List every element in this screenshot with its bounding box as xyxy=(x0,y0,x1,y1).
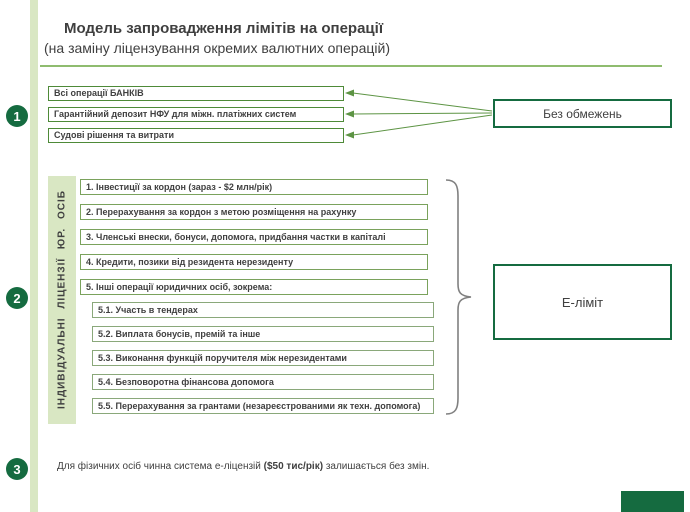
section2-item-4: 4. Кредити, позики від резидента нерезид… xyxy=(80,254,428,270)
footer-logo-block xyxy=(621,491,684,512)
e-limit-box: Е-ліміт xyxy=(493,264,672,340)
page-subtitle: (на заміну ліцензування окремих валютних… xyxy=(44,40,390,56)
section2-item-1: 1. Інвестиції за кордон (зараз - $2 млн/… xyxy=(80,179,428,195)
section2-subitem-5-1: 5.1. Участь в тендерах xyxy=(92,302,434,318)
arrowhead-icons xyxy=(345,89,354,139)
section2-item-5: 5. Інші операції юридичних осіб, зокрема… xyxy=(80,279,428,295)
curly-brace-icon xyxy=(445,179,472,415)
arrow-lines-to-no-limits xyxy=(352,92,493,136)
section1-item-banks: Всі операції БАНКІВ xyxy=(48,86,344,101)
footnote-suffix: залишається без змін. xyxy=(323,461,430,472)
section2-item-2: 2. Перерахування за кордон з метою розмі… xyxy=(80,204,428,220)
page-title: Модель запровадження лімітів на операції xyxy=(64,20,384,37)
left-accent-strip xyxy=(30,0,38,512)
section2-side-label: ІНДИВІДУАЛЬНІ ЛІЦЕНЗІЇ ЮР. ОСІБ xyxy=(48,176,76,424)
section1-item-deposit: Гарантійний депозит НФУ для міжн. платіж… xyxy=(48,107,344,122)
footnote-prefix: Для фізичних осіб чинна система е-ліценз… xyxy=(57,461,264,472)
footnote: Для фізичних осіб чинна система е-ліценз… xyxy=(57,461,429,472)
section2-number-badge: 2 xyxy=(6,287,28,309)
section2-subitem-5-2: 5.2. Виплата бонусів, премій та інше xyxy=(92,326,434,342)
section1-item-court: Судові рішення та витрати xyxy=(48,128,344,143)
section2-item-3: 3. Членські внески, бонуси, допомога, пр… xyxy=(80,229,428,245)
section1-number-badge: 1 xyxy=(6,105,28,127)
section2-subitem-5-5: 5.5. Перерахування за грантами (незареєс… xyxy=(92,398,434,414)
title-divider xyxy=(40,65,662,67)
section2-subitem-5-4: 5.4. Безповоротна фінансова допомога xyxy=(92,374,434,390)
section2-subitem-5-3: 5.3. Виконання функцій поручителя між не… xyxy=(92,350,434,366)
section3-number-badge: 3 xyxy=(6,458,28,480)
no-limits-box: Без обмежень xyxy=(493,99,672,128)
footnote-bold: ($50 тис/рік) xyxy=(263,461,324,472)
